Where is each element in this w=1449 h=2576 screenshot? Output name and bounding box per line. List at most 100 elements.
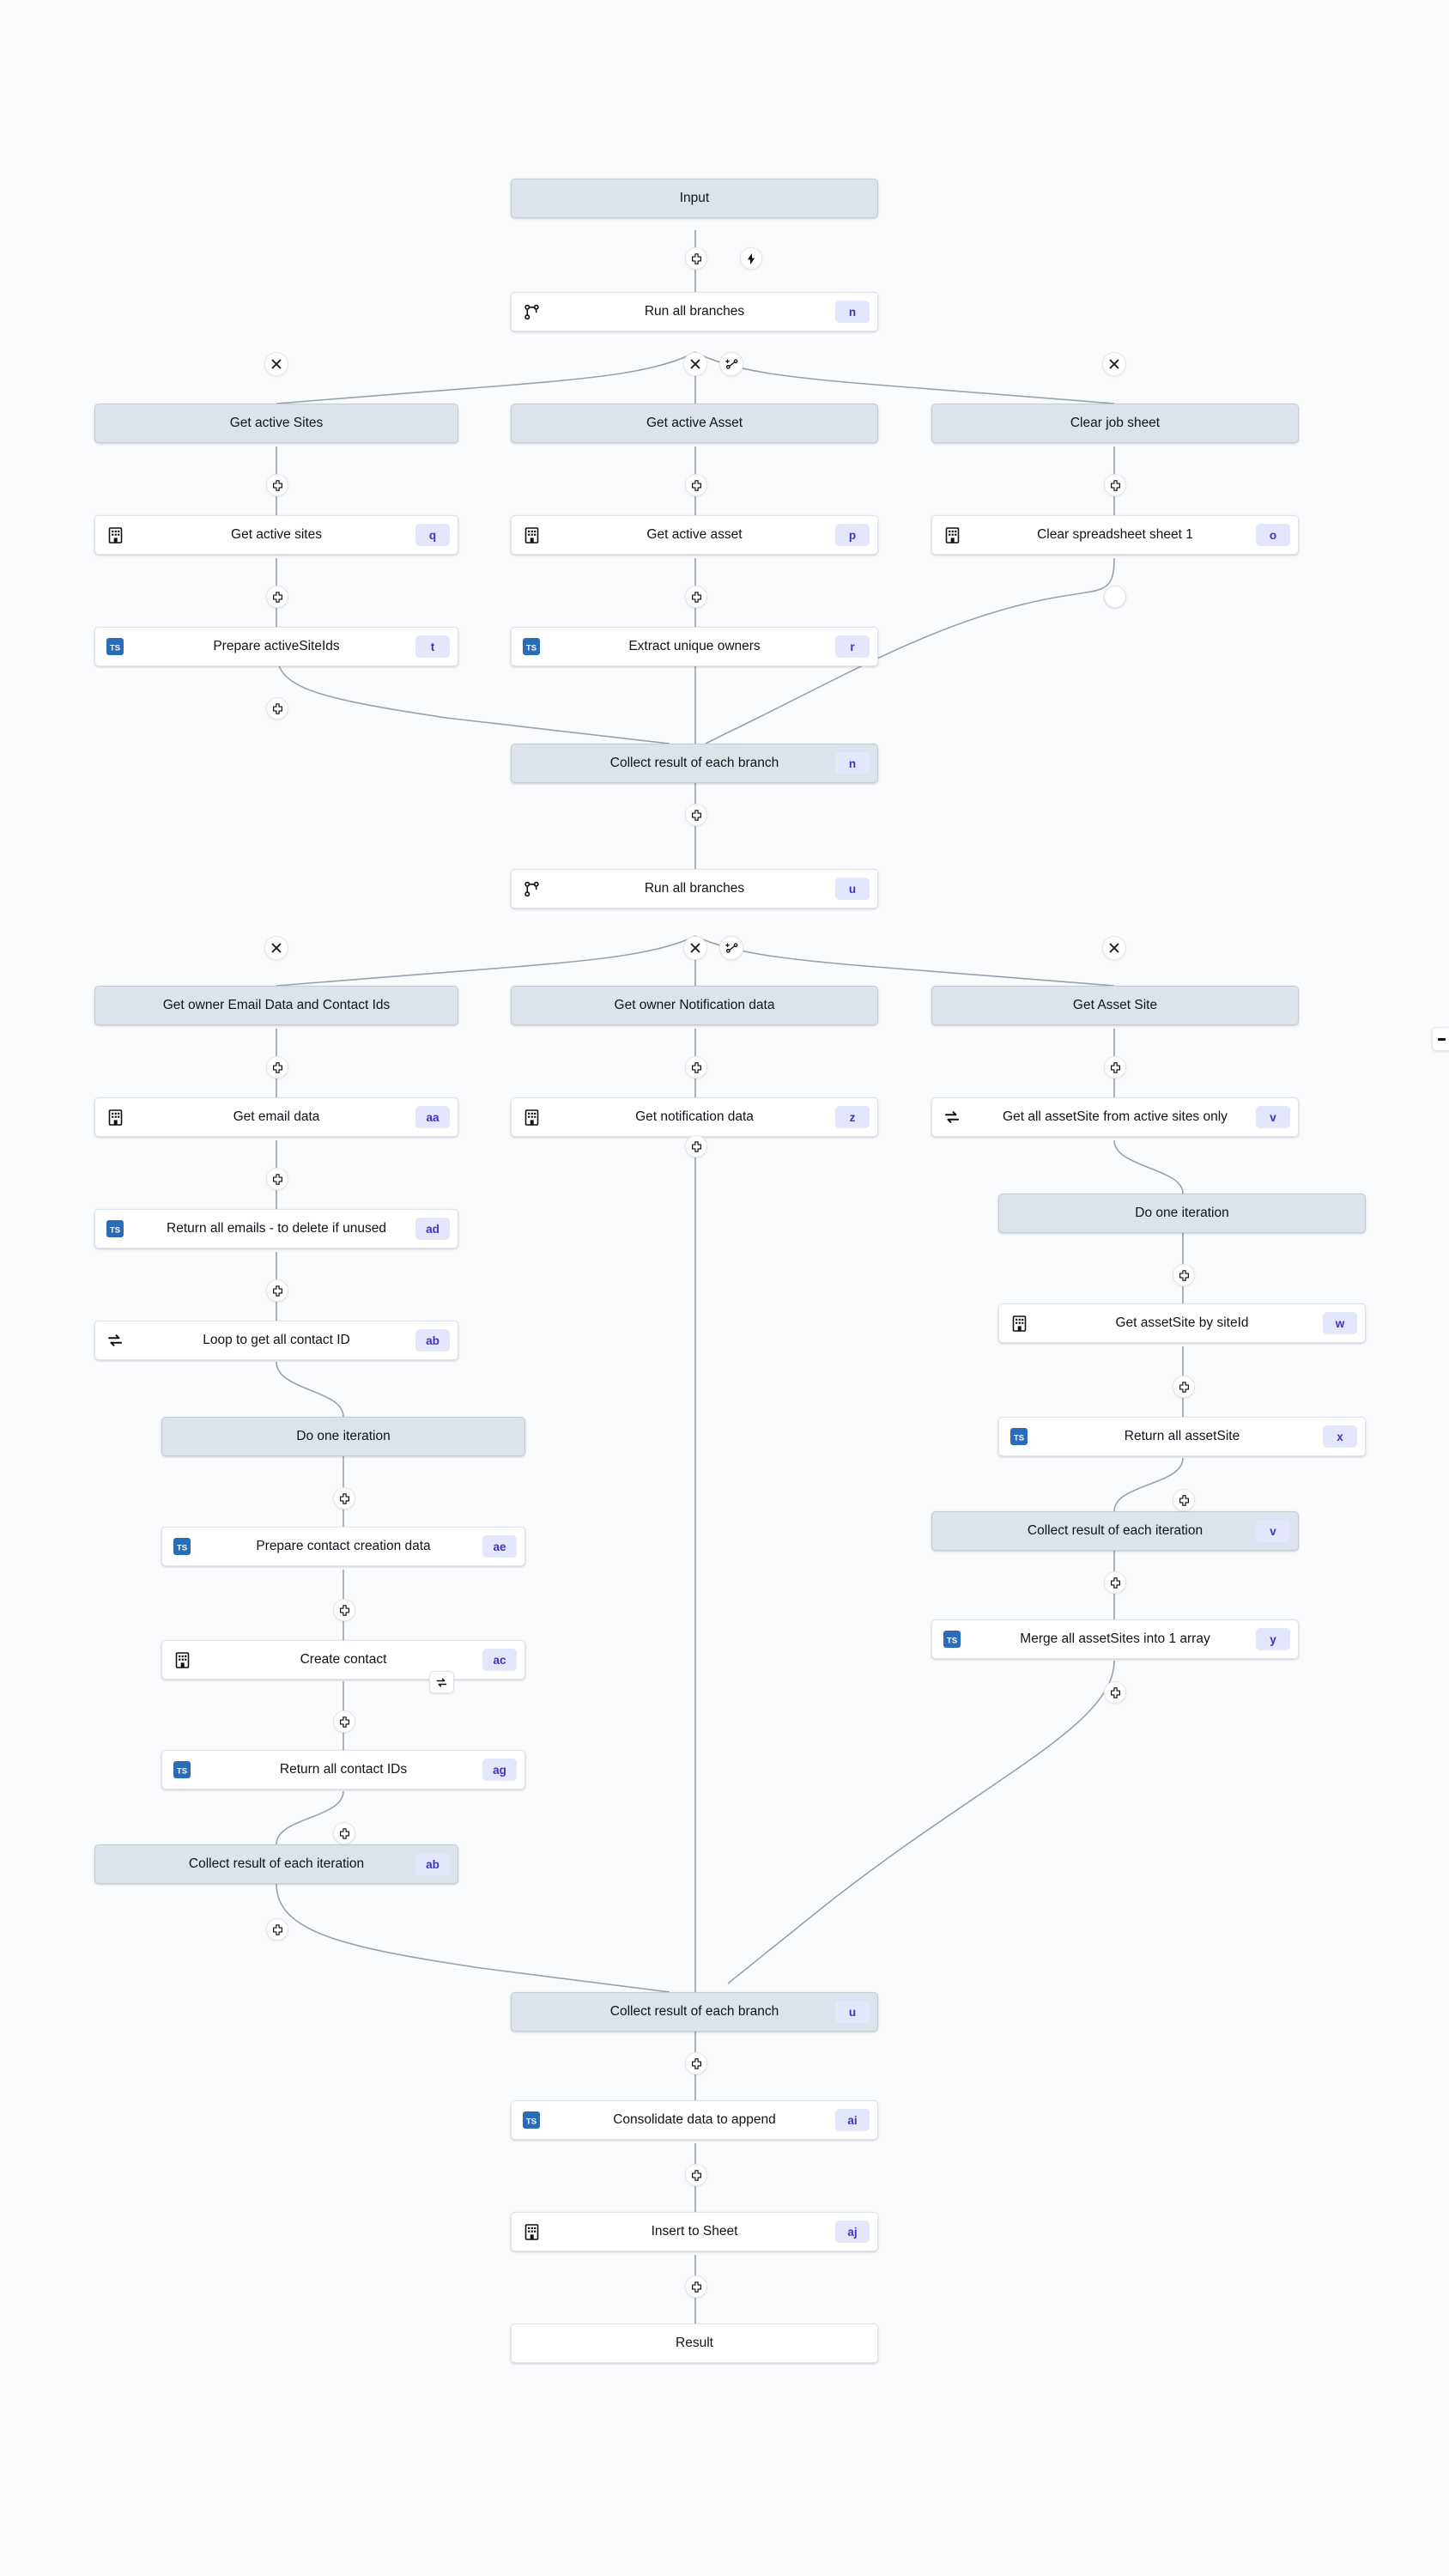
add-step-handle[interactable] [685,2275,707,2298]
add-step-handle[interactable] [685,586,707,608]
node-get-email-data[interactable]: Get email data aa [94,1097,458,1137]
node-badge[interactable]: ag [482,1759,517,1781]
node-result[interactable]: Result [511,2324,878,2363]
node-badge[interactable]: ab [415,1329,450,1352]
add-step-handle[interactable] [333,1487,355,1510]
node-badge[interactable]: q [415,524,450,546]
add-step-handle[interactable] [685,474,707,496]
svg-text:TS: TS [177,1766,187,1776]
remove-branch-center-2[interactable] [683,936,707,960]
node-prepare-contact-creation-data[interactable]: TS Prepare contact creation data ae [161,1527,525,1566]
node-label: Get owner Email Data and Contact Ids [162,998,391,1012]
node-run-all-branches-2[interactable]: Run all branches u [511,869,878,908]
node-input[interactable]: Input [511,179,878,218]
add-step-handle[interactable] [333,1822,355,1844]
add-step-handle[interactable] [1173,1489,1195,1511]
node-badge[interactable]: x [1323,1425,1357,1448]
node-badge[interactable]: ad [415,1218,450,1240]
node-prepare-activesiteids[interactable]: TS Prepare activeSiteIds t [94,627,458,666]
node-group-clear-job-sheet[interactable]: Clear job sheet [931,404,1299,443]
node-get-assetsite-by-siteid[interactable]: Get assetSite by siteId w [998,1303,1366,1343]
add-step-handle[interactable] [333,1710,355,1733]
add-step-handle[interactable] [266,1168,288,1190]
node-badge[interactable]: u [835,878,870,900]
node-group-get-active-sites[interactable]: Get active Sites [94,404,458,443]
node-badge[interactable]: w [1323,1312,1357,1334]
node-badge[interactable]: z [835,1106,870,1128]
collapse-panel-stub[interactable] [1432,1027,1449,1051]
node-badge[interactable]: ai [835,2109,870,2131]
add-step-handle[interactable] [685,1135,707,1157]
add-step-handle[interactable] [685,2164,707,2186]
node-group-get-asset-site[interactable]: Get Asset Site [931,986,1299,1025]
add-step-handle[interactable] [266,1056,288,1078]
trigger-handle[interactable] [740,247,762,270]
remove-branch-center-1[interactable] [683,352,707,376]
node-badge[interactable]: r [835,635,870,658]
node-get-all-assetsite[interactable]: Get all assetSite from active sites only… [931,1097,1299,1137]
node-consolidate-data-to-append[interactable]: TS Consolidate data to append ai [511,2100,878,2140]
node-clear-spreadsheet-sheet-1[interactable]: Clear spreadsheet sheet 1 o [931,515,1299,555]
node-badge[interactable]: y [1256,1628,1290,1650]
node-badge[interactable]: t [415,635,450,658]
node-return-all-contact-ids[interactable]: TS Return all contact IDs ag [161,1750,525,1789]
node-badge[interactable]: ae [482,1535,517,1558]
node-badge[interactable]: v [1256,1520,1290,1542]
add-step-handle[interactable] [1104,1681,1126,1704]
add-step-handle[interactable] [266,586,288,608]
node-merge-assetsites[interactable]: TS Merge all assetSites into 1 array y [931,1619,1299,1659]
node-collect-result-each-iteration-left[interactable]: Collect result of each iteration ab [94,1844,458,1884]
add-step-handle[interactable] [1173,1376,1195,1398]
add-step-handle[interactable] [1104,1056,1126,1078]
add-step-handle[interactable] [1104,474,1126,496]
node-badge[interactable]: v [1256,1106,1290,1128]
add-step-handle[interactable] [1104,1571,1126,1594]
node-group-owner-email-contact-ids[interactable]: Get owner Email Data and Contact Ids [94,986,458,1025]
node-badge[interactable]: p [835,524,870,546]
node-badge[interactable]: ac [482,1649,517,1671]
add-step-handle[interactable] [685,247,707,270]
node-badge[interactable]: ab [415,1853,450,1875]
node-collect-result-each-branch-2[interactable]: Collect result of each branch u [511,1992,878,2032]
node-collect-result-each-iteration-right[interactable]: Collect result of each iteration v [931,1511,1299,1551]
add-step-handle[interactable] [685,804,707,826]
remove-branch-left-2[interactable] [264,936,288,960]
node-loop-get-contact-id[interactable]: Loop to get all contact ID ab [94,1321,458,1360]
add-step-handle[interactable] [1104,586,1126,608]
add-step-handle[interactable] [266,697,288,720]
node-badge[interactable]: n [835,752,870,775]
node-get-active-sites[interactable]: Get active sites q [94,515,458,555]
node-get-notification-data[interactable]: Get notification data z [511,1097,878,1137]
remove-branch-left-1[interactable] [264,352,288,376]
node-run-all-branches-1[interactable]: Run all branches n [511,292,878,331]
retry-badge[interactable] [429,1671,454,1693]
node-badge[interactable]: aa [415,1106,450,1128]
node-badge[interactable]: aj [835,2221,870,2243]
node-badge[interactable]: u [835,2001,870,2023]
node-get-active-asset[interactable]: Get active asset p [511,515,878,555]
add-step-handle[interactable] [1173,1264,1195,1286]
node-return-all-emails[interactable]: TS Return all emails - to delete if unus… [94,1209,458,1249]
add-step-handle[interactable] [266,1918,288,1941]
node-insert-to-sheet[interactable]: Insert to Sheet aj [511,2212,878,2251]
remove-branch-right-2[interactable] [1102,936,1126,960]
add-step-handle[interactable] [266,474,288,496]
remove-branch-right-1[interactable] [1102,352,1126,376]
node-group-owner-notification-data[interactable]: Get owner Notification data [511,986,878,1025]
node-do-one-iteration-right[interactable]: Do one iteration [998,1194,1366,1233]
add-branch-2[interactable] [719,936,743,960]
add-step-handle[interactable] [266,1279,288,1302]
node-collect-result-each-branch-1[interactable]: Collect result of each branch n [511,744,878,783]
add-step-handle[interactable] [685,2052,707,2075]
add-step-handle[interactable] [685,1056,707,1078]
node-badge[interactable]: o [1256,524,1290,546]
add-branch-1[interactable] [719,352,743,376]
node-group-get-active-asset[interactable]: Get active Asset [511,404,878,443]
node-create-contact[interactable]: Create contact ac [161,1640,525,1680]
node-do-one-iteration-left[interactable]: Do one iteration [161,1417,525,1456]
node-extract-unique-owners[interactable]: TS Extract unique owners r [511,627,878,666]
add-step-handle[interactable] [333,1599,355,1621]
node-return-all-assetsite[interactable]: TS Return all assetSite x [998,1417,1366,1456]
node-badge[interactable]: n [835,301,870,323]
